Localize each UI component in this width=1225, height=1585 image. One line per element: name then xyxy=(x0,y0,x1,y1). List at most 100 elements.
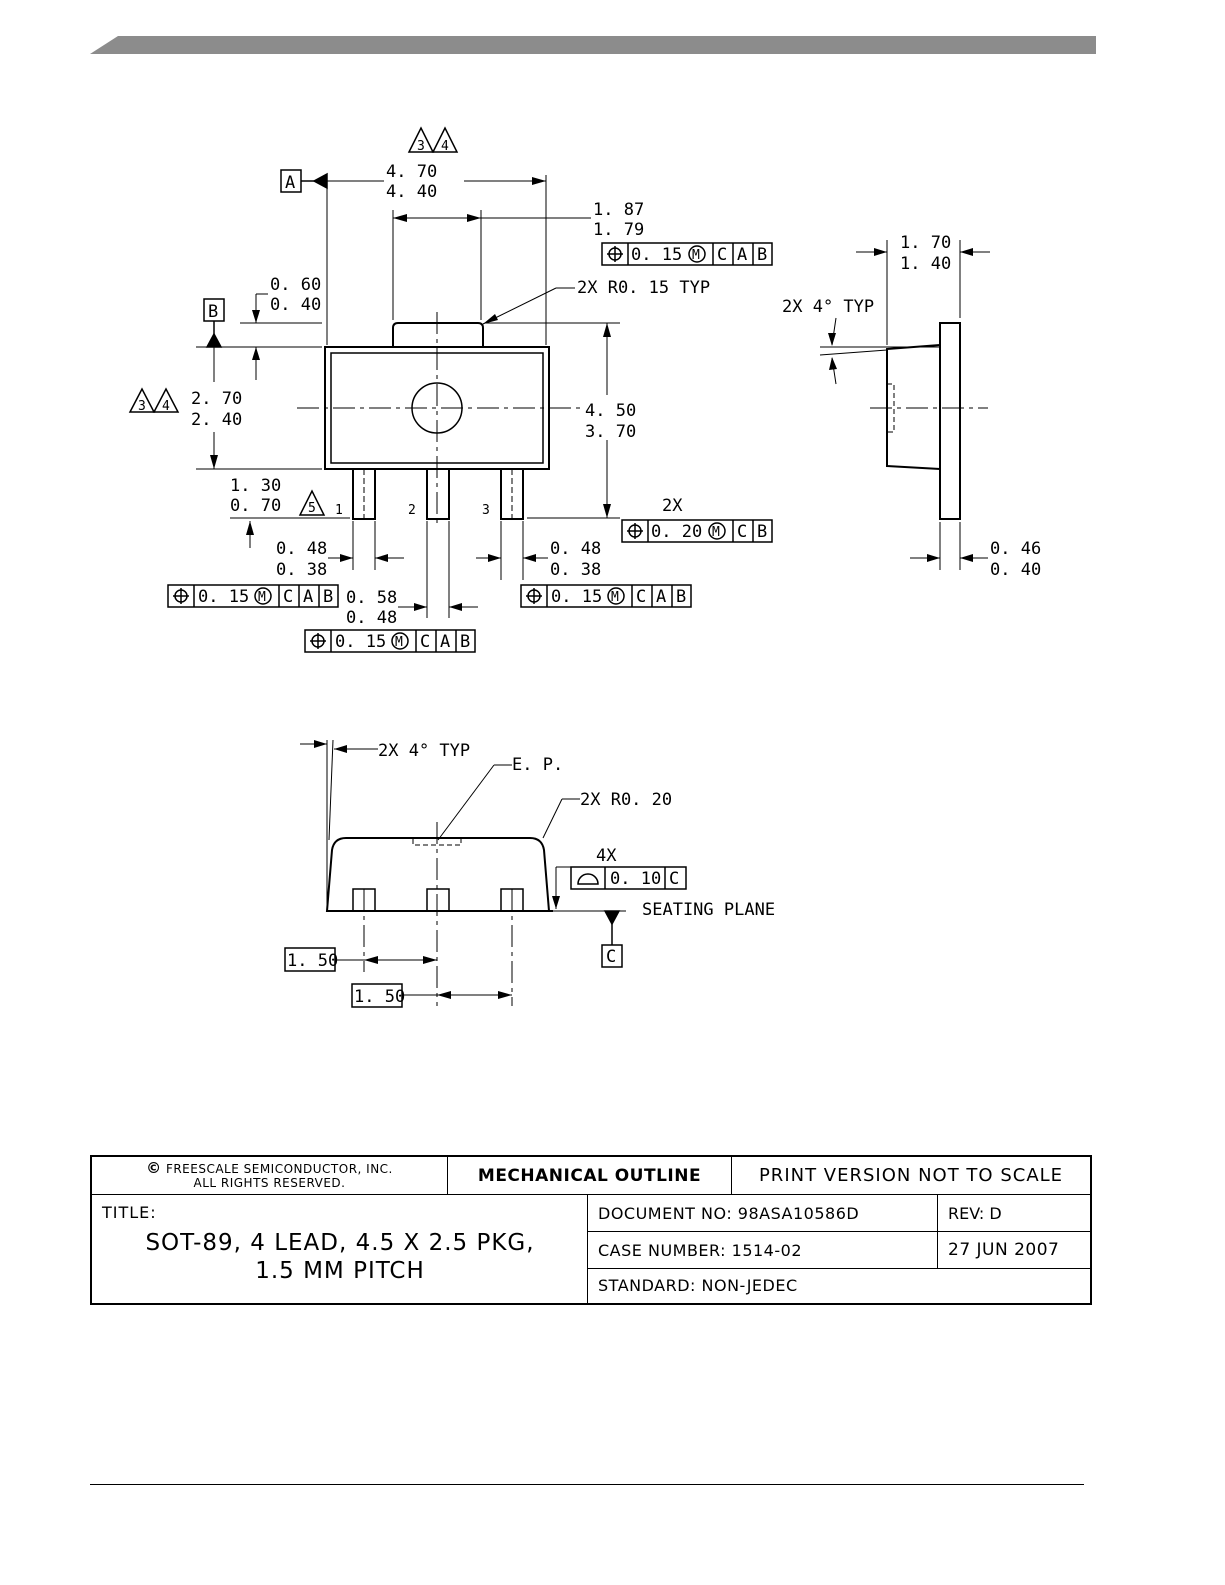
side-view xyxy=(819,240,990,570)
datum-a-triangle xyxy=(312,172,328,190)
bottom-body-outline xyxy=(325,837,551,912)
side-ep-outline xyxy=(886,383,895,433)
header-bar-shape xyxy=(90,36,1096,54)
side-thickness-max: 1. 70 xyxy=(900,233,951,253)
lead-3-fcf-mmc: M xyxy=(611,590,619,605)
lead-2-width-max: 0. 58 xyxy=(346,588,397,608)
lead-2 xyxy=(426,468,450,520)
side-body-outline xyxy=(886,344,941,470)
datum-c-label: C xyxy=(606,947,616,967)
tab-fcf-mmc: M xyxy=(692,248,700,263)
copyright-line-2: ALL RIGHTS RESERVED. xyxy=(193,1176,346,1190)
lead-2-fcf-ref-a: A xyxy=(440,632,450,652)
ep-label: E. P. xyxy=(512,755,563,775)
pin-2-label: 2 xyxy=(408,503,416,518)
note-4-left: 4 xyxy=(162,399,170,414)
tab-width-max: 1. 87 xyxy=(593,200,644,220)
copyright-cell: © FREESCALE SEMICONDUCTOR, INC. ALL RIGH… xyxy=(92,1157,448,1195)
document-number: DOCUMENT NO: 98ASA10586D xyxy=(588,1195,938,1232)
revision-date: 27 JUN 2007 xyxy=(938,1232,1090,1269)
tab-outline xyxy=(392,322,484,347)
title-line-2: 1.5 MM PITCH xyxy=(255,1258,425,1284)
lead-1-fcf-ref-c: C xyxy=(283,587,293,607)
pin-1-label: 1 xyxy=(335,503,343,518)
side-lead-thickness-min: 0. 40 xyxy=(990,560,1041,580)
lead-3-fcf-ref-b: B xyxy=(676,587,686,607)
title-cell: TITLE: SOT-89, 4 LEAD, 4.5 X 2.5 PKG, 1.… xyxy=(92,1195,588,1303)
flatness-fcf xyxy=(570,866,687,890)
tab-fcf-ref-c: C xyxy=(717,245,727,265)
lead-3-fcf xyxy=(520,584,692,608)
lead-2-fcf-mmc: M xyxy=(395,635,403,650)
title-line-1: SOT-89, 4 LEAD, 4.5 X 2.5 PKG, xyxy=(145,1230,535,1256)
datum-a-label: A xyxy=(285,173,295,193)
side-lead-outline xyxy=(939,322,961,520)
lead-1-fcf-mmc: M xyxy=(258,590,266,605)
pins-fcf-count: 2X xyxy=(662,496,683,516)
datum-c-triangle xyxy=(603,910,621,926)
lead-2-width-min: 0. 48 xyxy=(346,608,397,628)
overall-height-min: 3. 70 xyxy=(585,422,636,442)
bottom-lead-2 xyxy=(426,888,450,912)
lead-1-fcf-ref-b: B xyxy=(323,587,333,607)
body-length-min: 4. 40 xyxy=(386,182,437,202)
lead-length-max: 1. 30 xyxy=(230,476,281,496)
datum-b-label: B xyxy=(208,302,218,322)
body-length-max: 4. 70 xyxy=(386,162,437,182)
lead-3-width-max: 0. 48 xyxy=(550,539,601,559)
pins-fcf-ref-b: B xyxy=(757,522,767,542)
tab-height-min: 0. 40 xyxy=(270,295,321,315)
copyright-line-1: © FREESCALE SEMICONDUCTOR, INC. xyxy=(146,1159,393,1177)
lead-2-fcf xyxy=(304,629,476,653)
tab-fcf xyxy=(601,242,773,266)
standard: STANDARD: NON-JEDEC xyxy=(598,1276,798,1295)
title-block: © FREESCALE SEMICONDUCTOR, INC. ALL RIGH… xyxy=(90,1155,1092,1305)
pitch-1-label: 1. 50 xyxy=(287,951,338,971)
pins-fcf-mmc: M xyxy=(712,525,720,540)
note-5: 5 xyxy=(308,501,316,516)
lead-2-fcf-ref-c: C xyxy=(420,632,430,652)
lead-3 xyxy=(500,468,524,520)
seating-plane-label: SEATING PLANE xyxy=(642,900,775,920)
lead-3-fcf-tol: 0. 15 xyxy=(551,587,602,607)
datum-c-box xyxy=(601,944,623,968)
lead-1-fcf-tol: 0. 15 xyxy=(198,587,249,607)
pins-fcf-tol: 0. 20 xyxy=(651,522,702,542)
note-3-left: 3 xyxy=(138,399,146,414)
mechanical-outline-label: MECHANICAL OUTLINE xyxy=(448,1157,732,1195)
flatness-count: 4X xyxy=(596,846,617,866)
lead-1-fcf-ref-a: A xyxy=(303,587,313,607)
case-number: CASE NUMBER: 1514-02 xyxy=(588,1232,938,1269)
lead-2-fcf-ref-b: B xyxy=(460,632,470,652)
title-text: SOT-89, 4 LEAD, 4.5 X 2.5 PKG, 1.5 MM PI… xyxy=(92,1229,588,1285)
datum-b-triangle xyxy=(205,332,223,348)
lead-2-fcf-tol: 0. 15 xyxy=(335,632,386,652)
revision: REV: D xyxy=(938,1195,1090,1232)
lead-1-width-min: 0. 38 xyxy=(276,560,327,580)
lead-1-width-max: 0. 48 xyxy=(276,539,327,559)
header-bar xyxy=(90,36,1096,54)
tab-width-min: 1. 79 xyxy=(593,220,644,240)
corner-radius-label: 2X R0. 20 xyxy=(580,790,672,810)
body-width-max: 2. 70 xyxy=(191,389,242,409)
tab-radius-label: 2X R0. 15 TYP xyxy=(577,278,710,298)
tab-height-max: 0. 60 xyxy=(270,275,321,295)
bottom-draft-label: 2X 4° TYP xyxy=(378,741,470,761)
flatness-tol: 0. 10 xyxy=(610,869,661,889)
pitch-2-label: 1. 50 xyxy=(354,987,405,1007)
pins-fcf-ref-c: C xyxy=(737,522,747,542)
bottom-view xyxy=(284,739,687,1008)
flatness-ref-c: C xyxy=(669,869,679,889)
title-label: TITLE: xyxy=(102,1203,157,1222)
pin-3-label: 3 xyxy=(482,503,490,518)
lead-1 xyxy=(352,468,376,520)
lead-3-fcf-ref-a: A xyxy=(656,587,666,607)
footer-rule xyxy=(90,1484,1084,1485)
lead-3-width-min: 0. 38 xyxy=(550,560,601,580)
side-thickness-min: 1. 40 xyxy=(900,254,951,274)
lead-3-fcf-ref-c: C xyxy=(636,587,646,607)
tab-fcf-tol: 0. 15 xyxy=(631,245,682,265)
body-width-min: 2. 40 xyxy=(191,410,242,430)
mechanical-drawing: A B 3 4 4. 70 4. 40 1. 87 1. 79 0. 15 M … xyxy=(128,126,1041,1008)
top-view xyxy=(128,126,773,653)
